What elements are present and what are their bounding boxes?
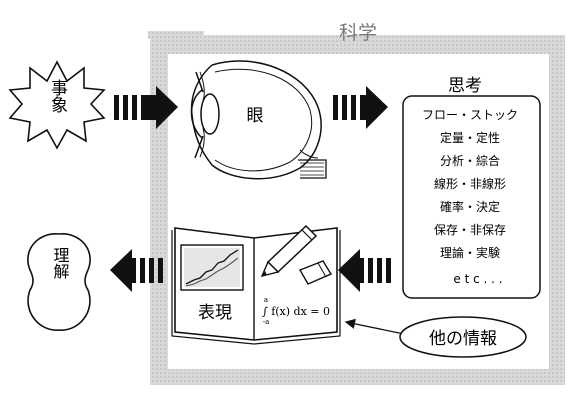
thinking-item: 確率・決定: [440, 199, 500, 214]
chart-sketch: [180, 244, 244, 291]
other-info-label: 他の情報: [429, 329, 497, 349]
thinking-node: 思考 フロー・ストック 定量・定性 分析・綜合 線形・非線形 確率・決定 保存・…: [402, 76, 541, 299]
thinking-box: [402, 95, 541, 299]
eye-label: 眼: [247, 106, 264, 126]
eraser-icon: [298, 260, 333, 285]
starburst-shape: [8, 60, 106, 150]
understanding-label: 理解: [51, 247, 70, 279]
arrow-expression-to-understanding: [110, 249, 163, 292]
arrow-event-to-eye: [114, 86, 178, 129]
peanut-shape: [27, 233, 91, 331]
pencil-icon: [260, 224, 318, 278]
integral-upper-limit: a: [264, 296, 268, 304]
thinking-item: 分析・綜合: [440, 153, 500, 168]
event-node: 事象: [8, 60, 106, 150]
expression-label: 表現: [198, 303, 232, 323]
arrow-thinking-to-expression: [338, 249, 391, 292]
other-info-node: 他の情報: [344, 316, 527, 358]
notebook-illustration: [171, 224, 341, 345]
thinking-title: 思考: [448, 76, 482, 96]
integral-formula: ∫ f(x) dx = 0: [262, 305, 330, 318]
thinking-item: 保存・非保存: [434, 223, 506, 237]
thinking-item: e t c . . .: [453, 272, 502, 286]
other-info-ellipse: [399, 316, 527, 358]
thinking-item: 定量・定性: [440, 130, 500, 145]
science-label: 科学: [339, 22, 377, 44]
thinking-item: 理論・実験: [440, 245, 500, 260]
eye-illustration: [190, 60, 327, 180]
understanding-node: 理解: [27, 233, 91, 331]
science-region: [148, 31, 565, 385]
event-label: 事象: [47, 79, 68, 113]
thinking-item: フロー・ストック: [422, 108, 518, 122]
thinking-item: 線形・非線形: [434, 176, 506, 191]
integral-lower-limit: -a: [263, 318, 270, 326]
arrow-eye-to-thinking: [333, 86, 388, 129]
